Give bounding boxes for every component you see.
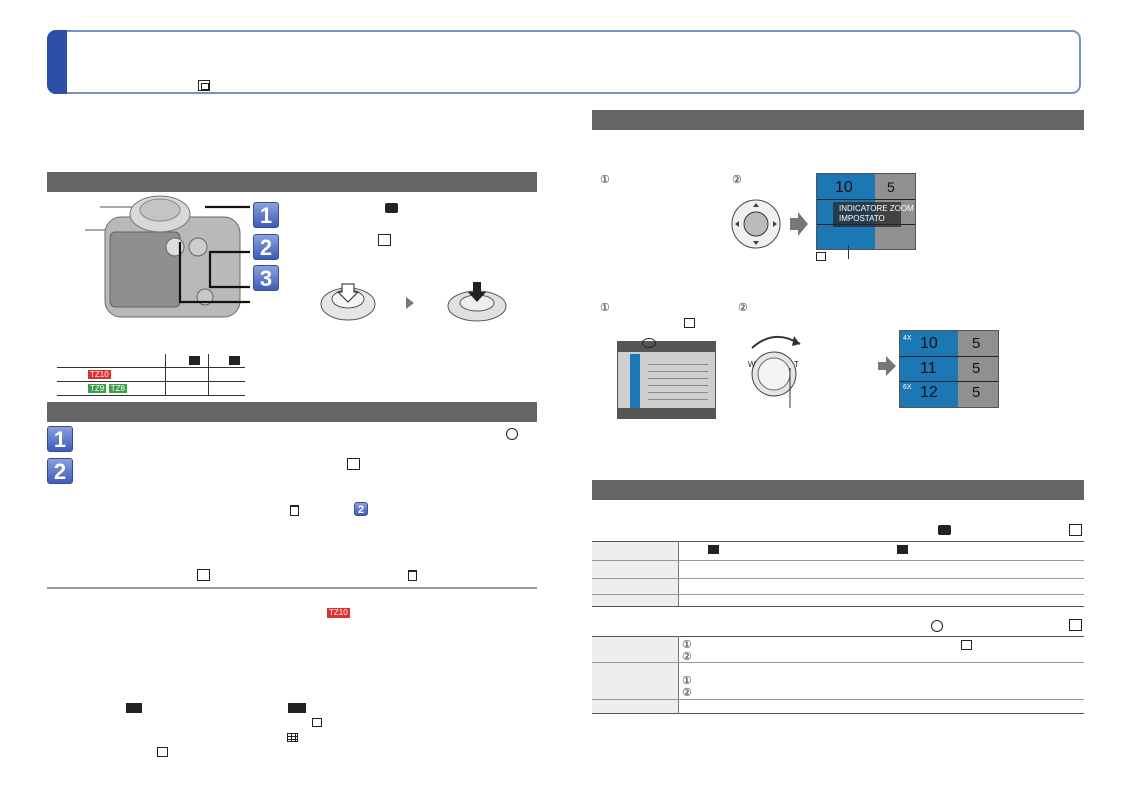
tz10-tag: TZ10 (88, 369, 111, 379)
tz8-tag: TZ8 (108, 383, 127, 393)
arrow-right-2 (878, 356, 896, 376)
tele-label: T (794, 360, 799, 369)
circle-num-3: ① (600, 302, 610, 314)
zoom-indicator-line2: IMPOSTATO (839, 214, 885, 223)
circle-num-7: ① (682, 675, 692, 687)
multi-area-icon (287, 733, 298, 742)
step-badge-1: 1 (253, 202, 279, 228)
row1-zoom: 4X (903, 335, 912, 342)
menu-edit-icon-5 (1069, 619, 1082, 631)
camera-mode-icon-2 (938, 525, 951, 535)
row3-left: 12 (920, 384, 938, 401)
aspect-43-icon (288, 703, 306, 713)
circle-num-1: ① (600, 174, 610, 186)
ez-icon-1 (189, 356, 200, 365)
title-accent (47, 30, 67, 94)
tz10-tag-2: TZ10 (327, 608, 350, 618)
spot-af-icon (157, 747, 168, 757)
section-bar-left-1 (47, 172, 537, 192)
menu-edit-icon-3 (197, 569, 210, 581)
film-icon (198, 80, 210, 91)
ez-icon-2 (229, 356, 240, 365)
circle-num-6: ② (682, 651, 692, 663)
circle-num-8: ② (682, 687, 692, 699)
zoom-screen-top: INDICATORE ZOOM IMPOSTATO 5 10 (816, 173, 916, 250)
wide-label: W (748, 360, 756, 369)
section-bar-left-2 (47, 402, 537, 422)
menu-edit-icon-4 (1069, 524, 1082, 536)
circle-num-4: ② (738, 302, 748, 314)
row1-right: 5 (972, 335, 981, 352)
zoom-screen-bottom: 4X 10 5 11 5 6X 12 5 (899, 330, 999, 408)
circle-num-2: ② (732, 174, 742, 186)
section-bar-right-1 (592, 110, 1084, 130)
step-badge-2: 2 (253, 234, 279, 260)
shutter-press-illustration (320, 282, 507, 322)
row3-right: 5 (972, 384, 981, 401)
playback-icon (506, 428, 518, 440)
menu-edit-icon-2 (347, 458, 360, 470)
model-table: TZ10 TZ9 TZ8 (57, 354, 245, 396)
menu-edit-icon (378, 234, 391, 246)
row2-right: 5 (972, 360, 981, 377)
zoom-indicator-line1: INDICATORE ZOOM (839, 204, 914, 213)
trash-icon (290, 505, 299, 516)
row1-left: 10 (920, 335, 938, 352)
circle-num-5: ① (682, 639, 692, 651)
row3-zoom: 6X (903, 384, 912, 391)
step-badge-recall-2: 2 (47, 458, 73, 484)
section-bar-right-2 (592, 480, 1084, 500)
camera-mode-icon (385, 203, 398, 213)
camera-illustration (85, 195, 250, 318)
row2-left: 11 (920, 360, 937, 377)
zoom-resume-icon (816, 252, 826, 261)
scene-icon (126, 703, 142, 713)
control-pad-illustration (731, 199, 808, 249)
tz9-tag: TZ9 (88, 383, 107, 393)
step-badge-3: 3 (253, 265, 279, 291)
step-badge-ref-2: 2 (354, 502, 368, 516)
playback-icon-2 (931, 620, 943, 632)
zoom-resume-icon-3 (961, 640, 972, 650)
step-badge-recall-1: 1 (47, 426, 73, 452)
divider-left (47, 587, 537, 589)
single-area-icon (312, 718, 322, 727)
zoom-lever-illustration (751, 336, 801, 408)
memory-list-screen (617, 341, 716, 419)
ez-icon-3 (708, 545, 719, 554)
trash-icon-2 (408, 570, 417, 581)
settings-table-2: ① ② ① ② (592, 636, 1084, 714)
zoom-resume-icon-2 (684, 318, 695, 328)
ez-icon-4 (897, 545, 908, 554)
settings-table-1 (592, 541, 1084, 607)
callout-line (848, 245, 849, 259)
callout-circle (642, 338, 656, 348)
